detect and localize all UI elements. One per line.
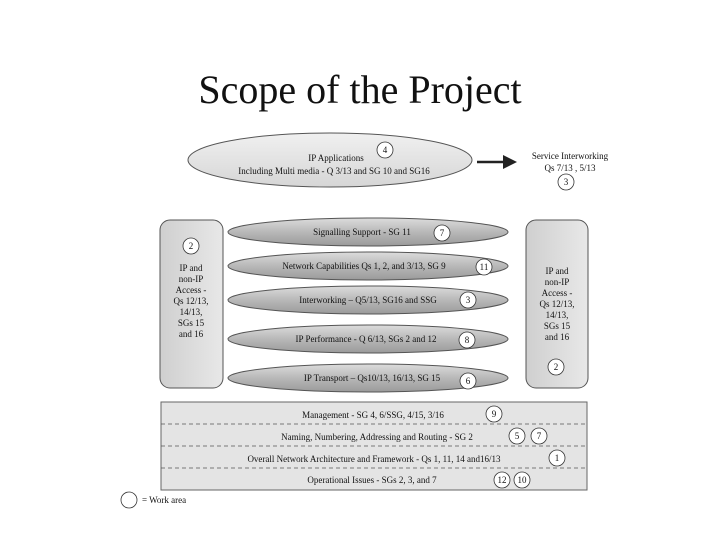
layer-interworking: Interworking – Q5/13, SG16 and SSG 3 <box>227 285 509 315</box>
left-access-column: 2 IP and non-IP Access - Qs 12/13, 14/13… <box>159 219 224 389</box>
access-line: SGs 15 <box>544 321 571 331</box>
work-area-badge <box>485 405 503 423</box>
work-area-badge <box>459 372 477 390</box>
work-area-badge <box>530 427 548 445</box>
access-line: Access - <box>542 288 573 298</box>
layer-signalling: Signalling Support - SG 11 7 <box>227 217 509 247</box>
badge-number: 7 <box>537 431 542 441</box>
service-interworking: Service Interworking Qs 7/13 , 5/13 3 <box>532 151 609 191</box>
row-label: Overall Network Architecture and Framewo… <box>247 454 501 464</box>
row-label: Management - SG 4, 6/SSG, 4/15, 3/16 <box>302 410 444 420</box>
work-area-badge <box>475 258 493 276</box>
right-access-column: IP and non-IP Access - Qs 12/13, 14/13, … <box>525 219 589 389</box>
layer-label: IP Transport – Qs10/13, 16/13, SG 15 <box>304 373 441 383</box>
badge-number: 12 <box>498 475 507 485</box>
badge-number: 2 <box>189 241 194 251</box>
badge-number: 4 <box>383 145 388 155</box>
work-area-badge <box>458 331 476 349</box>
access-line: Access - <box>176 285 207 295</box>
work-area-badge <box>459 291 477 309</box>
row-operational: Operational Issues - SGs 2, 3, and 7 12 … <box>307 471 531 489</box>
access-line: Qs 12/13, <box>539 299 574 309</box>
legend: = Work area <box>120 491 186 509</box>
service-interworking-title: Service Interworking <box>532 151 609 161</box>
legend-label: = Work area <box>142 495 186 505</box>
row-naming: Naming, Numbering, Addressing and Routin… <box>281 427 548 445</box>
layer-label: IP Performance - Q 6/13, SGs 2 and 12 <box>296 334 437 344</box>
badge-number: 1 <box>555 453 560 463</box>
layer-label: Interworking – Q5/13, SG16 and SSG <box>299 295 437 305</box>
work-area-badge <box>513 471 531 489</box>
layer-ip-transport: IP Transport – Qs10/13, 16/13, SG 15 6 <box>227 363 509 393</box>
access-line: non-IP <box>545 277 570 287</box>
row-label: Operational Issues - SGs 2, 3, and 7 <box>307 475 437 485</box>
ip-applications-title: IP Applications <box>308 153 364 163</box>
badge-number: 3 <box>466 295 471 305</box>
badge-number: 2 <box>554 362 559 372</box>
access-line: and 16 <box>545 332 570 342</box>
layer-label: Network Capabilities Qs 1, 2, and 3/13, … <box>282 261 446 271</box>
badge-number: 7 <box>440 228 445 238</box>
layer-network-capabilities: Network Capabilities Qs 1, 2, and 3/13, … <box>227 251 509 281</box>
row-label: Naming, Numbering, Addressing and Routin… <box>281 432 473 442</box>
page-title: Scope of the Project <box>198 67 522 112</box>
work-area-badge <box>182 237 200 255</box>
service-interworking-detail: Qs 7/13 , 5/13 <box>544 163 596 173</box>
service-arrow <box>477 155 517 169</box>
work-area-badge <box>376 141 394 159</box>
badge-number: 9 <box>492 409 497 419</box>
badge-number: 10 <box>518 475 528 485</box>
layer-ip-performance: IP Performance - Q 6/13, SGs 2 and 12 8 <box>227 324 509 354</box>
work-area-badge <box>433 224 451 242</box>
legend-circle-icon <box>120 491 138 509</box>
work-area-badge <box>547 358 565 376</box>
access-line: 14/13, <box>546 310 569 320</box>
badge-number: 6 <box>466 376 471 386</box>
work-area-badge <box>548 449 566 467</box>
badge-number: 5 <box>515 431 520 441</box>
access-line: Qs 12/13, <box>173 296 208 306</box>
work-area-badge <box>557 173 575 191</box>
layer-label: Signalling Support - SG 11 <box>313 227 411 237</box>
access-line: non-IP <box>179 274 204 284</box>
badge-number: 8 <box>465 335 470 345</box>
work-area-badge <box>508 427 526 445</box>
access-line: IP and <box>546 266 569 276</box>
ip-applications-area: IP Applications Including Multi media - … <box>187 132 473 188</box>
access-line: IP and <box>180 263 203 273</box>
row-architecture: Overall Network Architecture and Framewo… <box>247 449 566 467</box>
access-line: and 16 <box>179 329 204 339</box>
badge-number: 3 <box>564 177 569 187</box>
row-management: Management - SG 4, 6/SSG, 4/15, 3/16 9 <box>302 405 503 423</box>
access-line: SGs 15 <box>178 318 205 328</box>
ip-applications-detail: Including Multi media - Q 3/13 and SG 10… <box>238 166 430 176</box>
badge-number: 11 <box>480 262 489 272</box>
access-line: 14/13, <box>180 307 203 317</box>
work-area-badge <box>493 471 511 489</box>
bottom-layers-block: Management - SG 4, 6/SSG, 4/15, 3/16 9 N… <box>160 401 588 491</box>
